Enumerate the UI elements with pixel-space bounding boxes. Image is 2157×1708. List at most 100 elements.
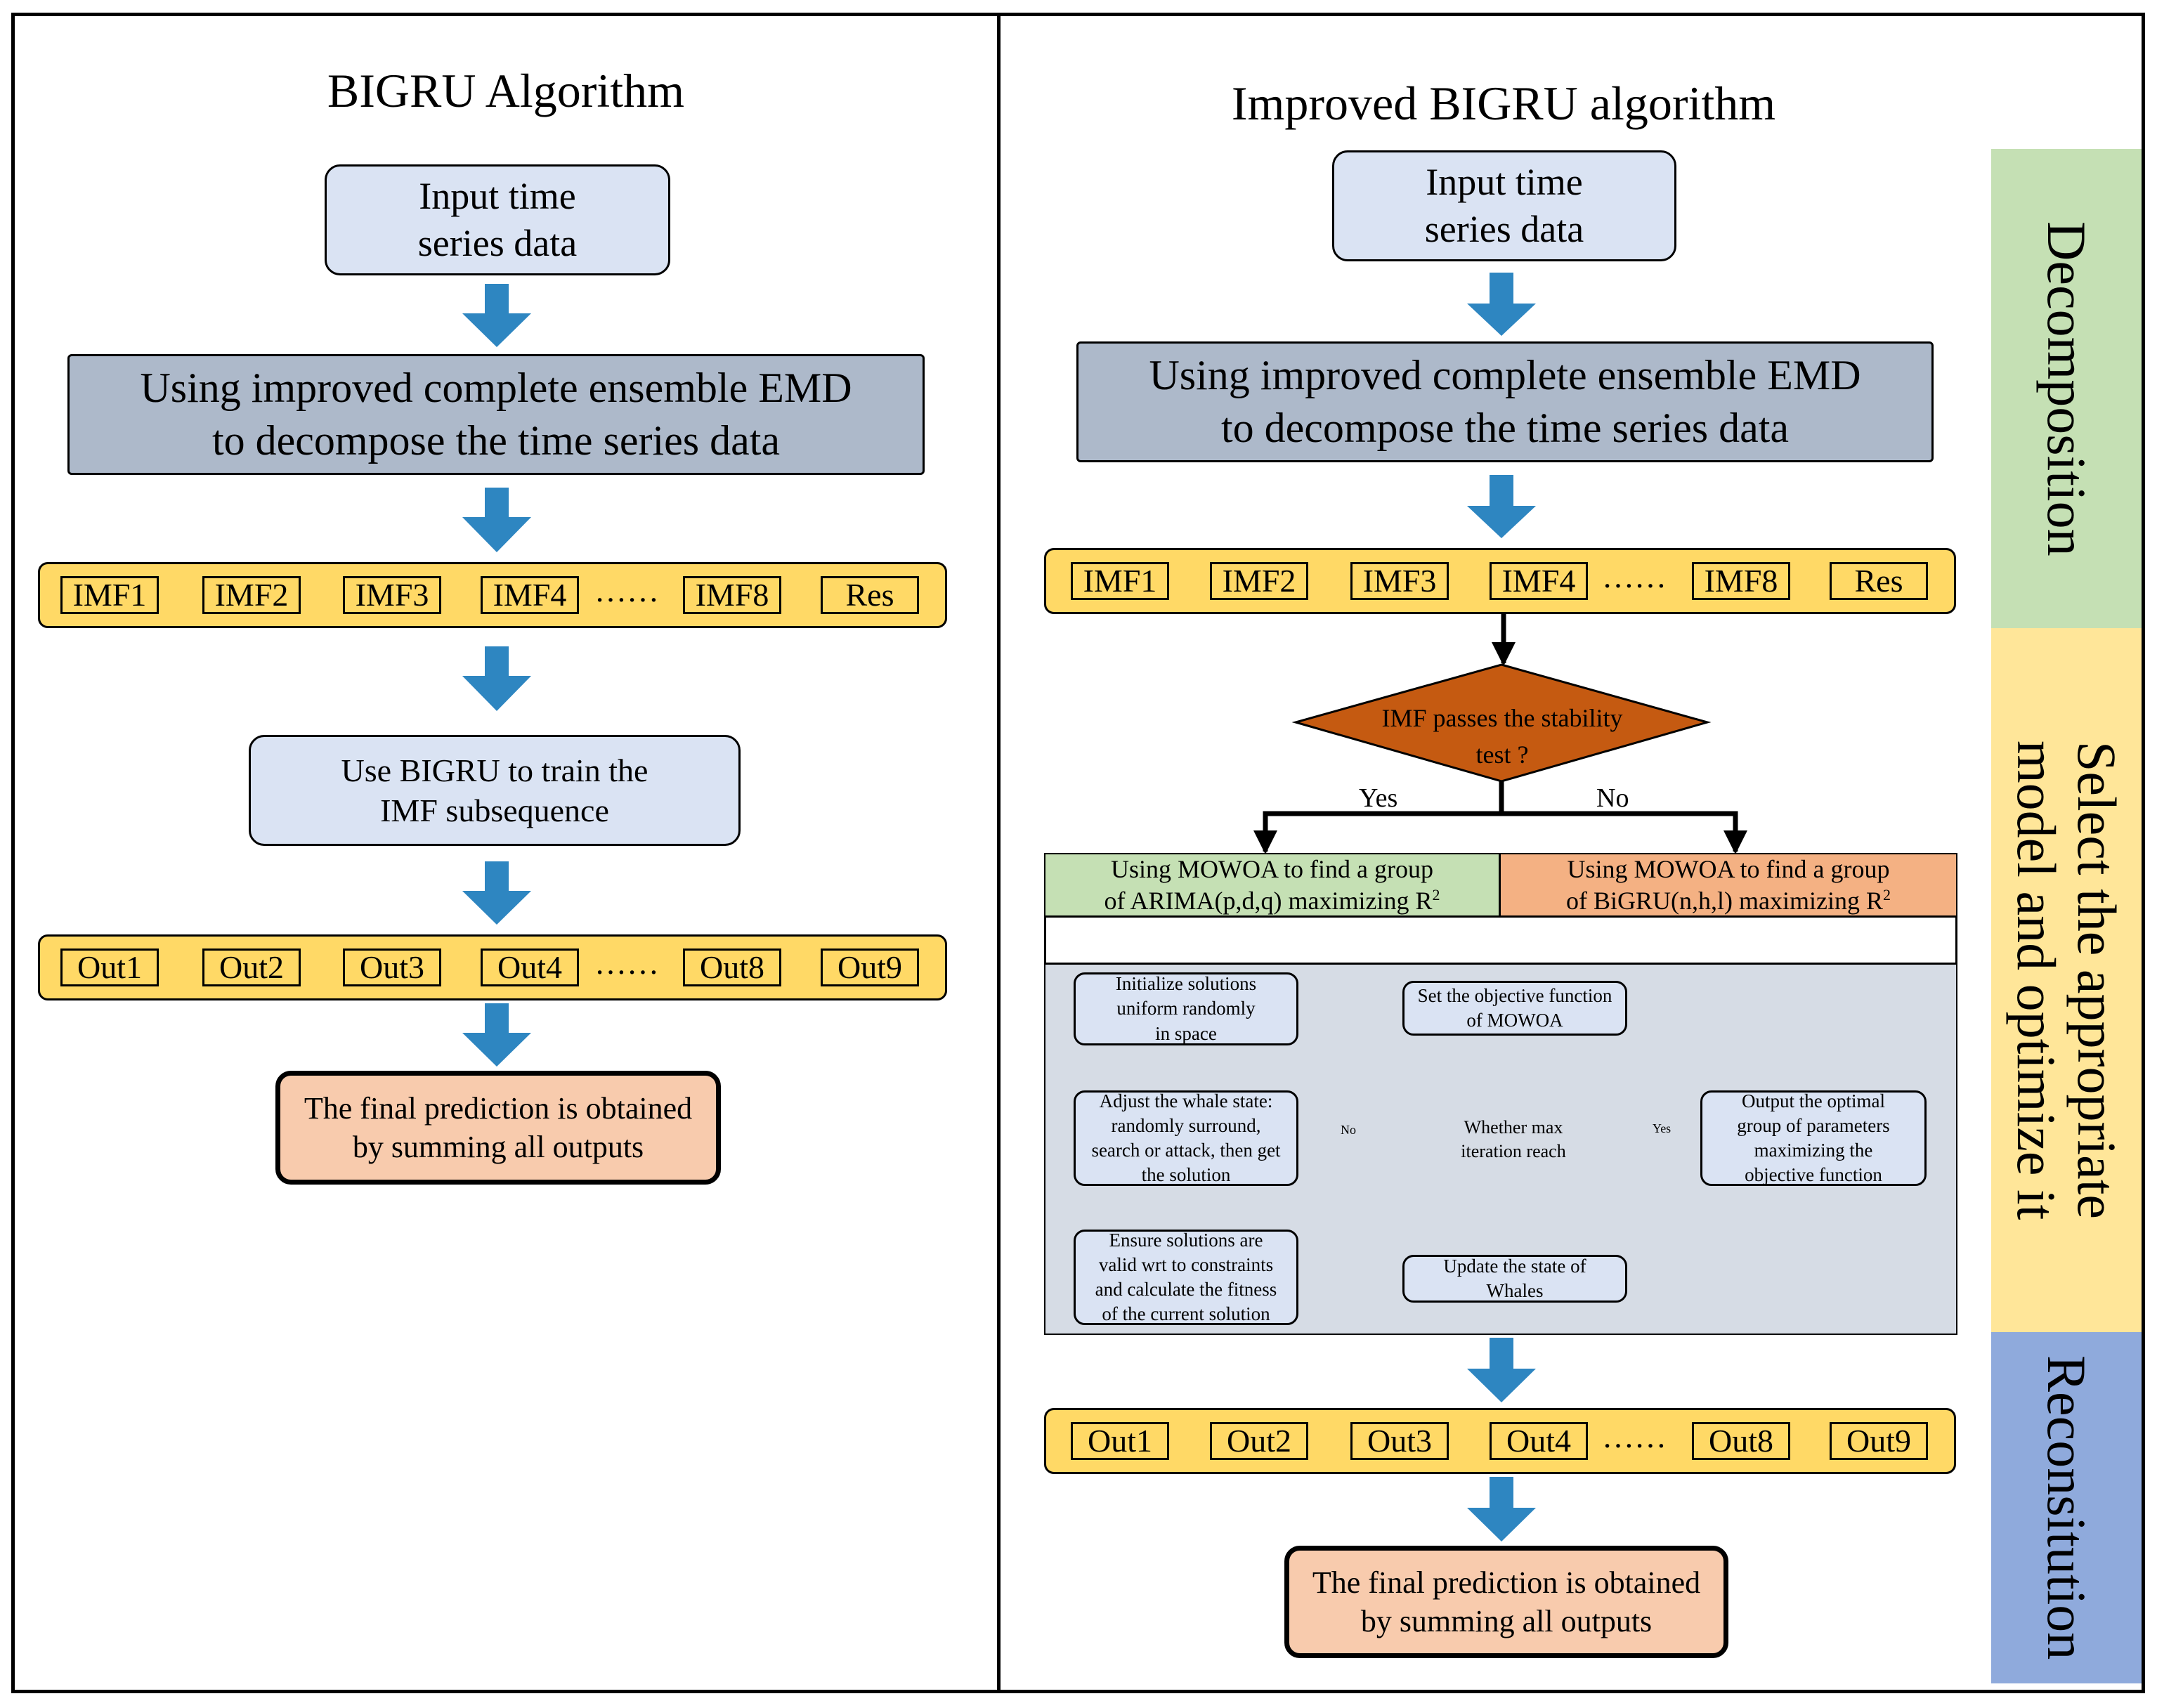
left-final-box: The final prediction is obtained by summ… xyxy=(275,1071,721,1185)
init-line-3: in space xyxy=(1155,1022,1217,1044)
right-final-box: The final prediction is obtained by summ… xyxy=(1284,1546,1728,1658)
left-out-1: Out1 xyxy=(60,948,159,986)
left-imf-1: IMF1 xyxy=(60,576,159,614)
left-final-line-2: by summing all outputs xyxy=(352,1130,644,1164)
left-input-line-1: Input time xyxy=(419,174,576,217)
left-imf-ellipsis: …… xyxy=(594,573,659,608)
right-arrow-2 xyxy=(1467,475,1536,538)
inner-yes-label: Yes xyxy=(1653,1121,1671,1135)
stage-reconstitution: Reconsitution xyxy=(1991,1332,2142,1683)
objective-box: Set the objective function of MOWOA xyxy=(1402,981,1627,1036)
left-arrow-4 xyxy=(462,861,531,925)
left-arrow-2 xyxy=(462,488,531,552)
left-out-ellipsis: …… xyxy=(594,945,659,981)
optimal-line-3: maximizing the xyxy=(1754,1140,1873,1161)
optimal-line-4: objective function xyxy=(1745,1164,1882,1186)
arima-line-2: of ARIMA(p,d,q) maximizing R2 xyxy=(1104,885,1440,917)
left-out-9: Out9 xyxy=(821,948,919,986)
stage-select-line-2: model and optimize it xyxy=(2006,740,2067,1220)
right-out-1: Out1 xyxy=(1071,1422,1169,1460)
adjust-line-1: Adjust the whale state: xyxy=(1099,1090,1273,1111)
right-out-4: Out4 xyxy=(1490,1422,1588,1460)
adjust-line-4: the solution xyxy=(1141,1164,1231,1186)
init-line-1: Initialize solutions xyxy=(1115,973,1257,995)
right-imf-res: Res xyxy=(1830,562,1928,600)
right-out-strip xyxy=(1044,1408,1956,1474)
ensure-line-3: and calculate the fitness xyxy=(1095,1279,1277,1300)
left-out-strip xyxy=(38,934,947,1000)
left-arrow-3 xyxy=(462,646,531,711)
adjust-line-2: randomly surround, xyxy=(1111,1114,1261,1136)
right-imf-8: IMF8 xyxy=(1692,562,1790,600)
left-arrow-1 xyxy=(462,284,531,347)
right-imf-3: IMF3 xyxy=(1350,562,1449,600)
right-out-3: Out3 xyxy=(1350,1422,1449,1460)
right-title: Improved BIGRU algorithm xyxy=(1231,77,1776,130)
left-out-4: Out4 xyxy=(481,948,579,986)
right-out-2: Out2 xyxy=(1210,1422,1308,1460)
optimal-box: Output the optimal group of parameters m… xyxy=(1700,1090,1927,1186)
right-out-9: Out9 xyxy=(1830,1422,1928,1460)
stability-line-2: test ? xyxy=(1475,741,1529,769)
arima-line-1: Using MOWOA to find a group xyxy=(1111,854,1433,883)
objective-line-2: of MOWOA xyxy=(1466,1010,1563,1031)
left-decompose-box: Using improved complete ensemble EMD to … xyxy=(67,354,925,475)
right-final-line-1: The final prediction is obtained xyxy=(1312,1565,1701,1600)
ensure-line-1: Ensure solutions are xyxy=(1109,1229,1263,1251)
update-box: Update the state of Whales xyxy=(1402,1255,1627,1303)
update-line-1: Update the state of xyxy=(1443,1255,1586,1277)
right-decompose-box: Using improved complete ensemble EMD to … xyxy=(1076,341,1934,462)
arima-line-2-text: of ARIMA(p,d,q) maximizing R xyxy=(1104,886,1433,915)
optimal-line-1: Output the optimal xyxy=(1742,1090,1885,1111)
left-out-2: Out2 xyxy=(202,948,301,986)
stability-line-1: IMF passes the stability xyxy=(1381,704,1623,732)
stage-select-label: Select the appropriate model and optimiz… xyxy=(2006,741,2127,1220)
left-imf-4: IMF4 xyxy=(481,576,579,614)
right-imf-ellipsis: …… xyxy=(1602,559,1667,594)
whether-text: Whether max iteration reach xyxy=(1433,1116,1594,1163)
no-label: No xyxy=(1596,783,1629,813)
ensure-line-4: of the current solution xyxy=(1102,1303,1270,1325)
objective-line-1: Set the objective function xyxy=(1417,984,1612,1006)
left-out-3: Out3 xyxy=(343,948,441,986)
stage-reconstitution-label: Reconsitution xyxy=(2035,1355,2097,1660)
left-train-box: Use BIGRU to train the IMF subsequence xyxy=(249,735,741,846)
left-decompose-line-1: Using improved complete ensemble EMD xyxy=(140,365,852,411)
bigru-line-1: Using MOWOA to find a group xyxy=(1567,854,1890,883)
right-imf-4: IMF4 xyxy=(1490,562,1588,600)
left-out-8: Out8 xyxy=(683,948,781,986)
right-arrow-1 xyxy=(1467,273,1536,336)
right-decompose-line-1: Using improved complete ensemble EMD xyxy=(1149,352,1861,398)
ensure-box: Ensure solutions are valid wrt to constr… xyxy=(1074,1230,1298,1325)
stability-diamond xyxy=(1291,663,1712,783)
bigru-header: Using MOWOA to find a group of BiGRU(n,h… xyxy=(1501,854,1956,918)
yes-label: Yes xyxy=(1359,783,1398,813)
left-input-line-2: series data xyxy=(417,222,578,264)
init-line-2: uniform randomly xyxy=(1116,998,1256,1019)
right-final-line-2: by summing all outputs xyxy=(1360,1604,1653,1638)
whether-line-2: iteration reach xyxy=(1461,1140,1566,1161)
optimal-line-2: group of parameters xyxy=(1737,1114,1890,1136)
stage-select: Select the appropriate model and optimiz… xyxy=(1991,628,2142,1332)
right-arrow-4 xyxy=(1467,1477,1536,1541)
right-input-box: Input time series data xyxy=(1332,150,1676,261)
init-box: Initialize solutions uniform randomly in… xyxy=(1074,972,1298,1045)
right-input-line-1: Input time xyxy=(1426,160,1583,203)
left-title: BIGRU Algorithm xyxy=(327,64,685,117)
left-train-line-2: IMF subsequence xyxy=(380,793,609,828)
bigru-line-2: of BiGRU(n,h,l) maximizing R2 xyxy=(1566,885,1891,917)
adjust-box: Adjust the whale state: randomly surroun… xyxy=(1074,1090,1298,1186)
left-imf-3: IMF3 xyxy=(343,576,441,614)
whether-line-1: Whether max xyxy=(1464,1117,1563,1137)
right-imf-strip xyxy=(1044,548,1956,614)
right-imf-1: IMF1 xyxy=(1071,562,1169,600)
inner-no-label: No xyxy=(1341,1123,1356,1137)
bigru-line-2-text: of BiGRU(n,h,l) maximizing R xyxy=(1566,886,1883,915)
stage-decomposition-label: Decomposition xyxy=(2035,221,2097,556)
yes-branch-line xyxy=(1253,781,1504,854)
right-input-line-2: series data xyxy=(1424,208,1584,250)
left-input-box: Input time series data xyxy=(325,164,670,275)
right-imf-2: IMF2 xyxy=(1210,562,1308,600)
right-out-ellipsis: …… xyxy=(1602,1419,1667,1454)
right-decompose-line-2: to decompose the time series data xyxy=(1220,405,1790,451)
